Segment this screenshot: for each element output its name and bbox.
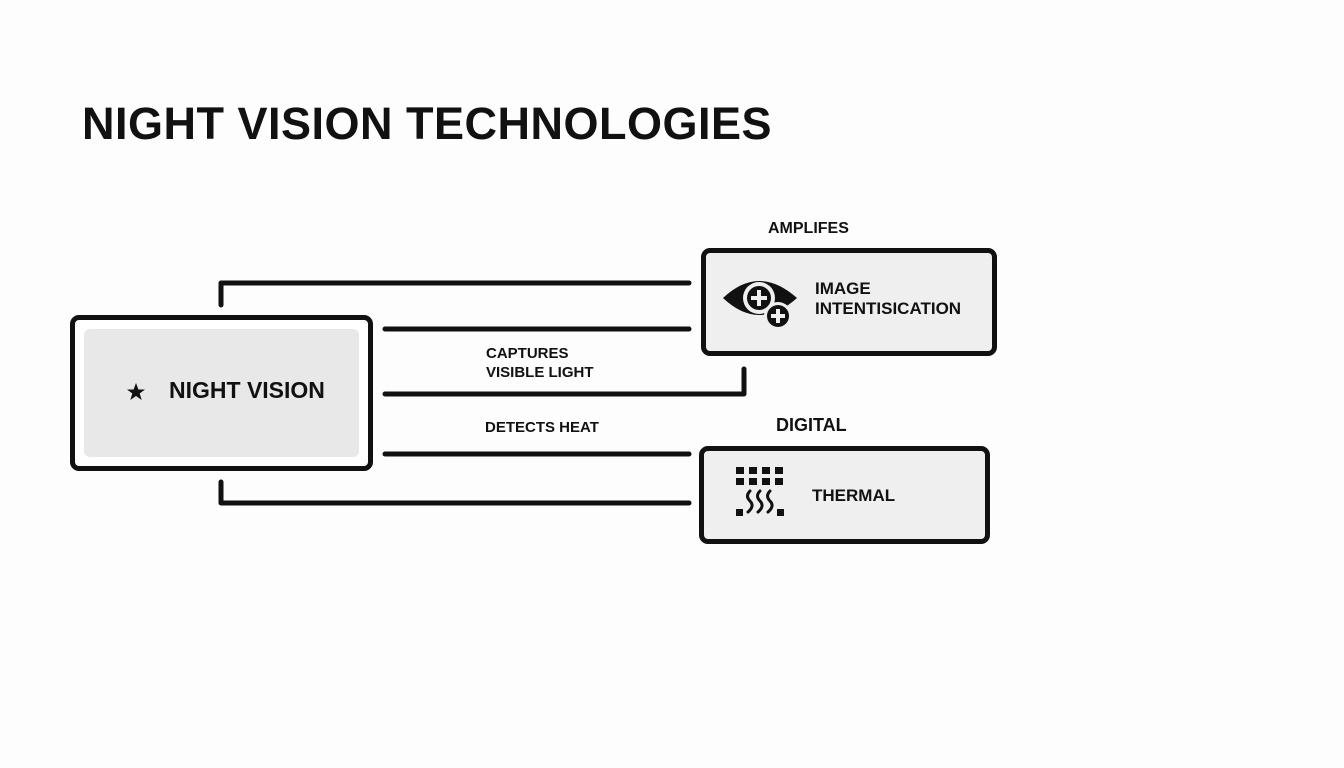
page-title: NIGHT VISION TECHNOLOGIES (82, 98, 773, 149)
connector-bottom (218, 479, 692, 506)
image-intensification-label: IMAGE INTENTISICATION (815, 279, 961, 319)
thermal-label: THERMAL (812, 486, 896, 505)
night-vision-node[interactable] (70, 315, 373, 471)
image-intensification-line2: INTENTISICATION (815, 299, 962, 318)
connector-top (218, 280, 692, 308)
moon-star-icon (100, 368, 145, 416)
captures-line2: VISIBLE LIGHT (486, 364, 594, 381)
detects-heat-label: DETECTS HEAT (485, 419, 599, 436)
connector-middle (382, 366, 747, 397)
captures-visible-light-label: CAPTURES VISIBLE LIGHT (486, 344, 594, 382)
amplifies-caption: AMPLIFES (768, 220, 849, 237)
night-vision-label: NIGHT VISION (169, 377, 325, 403)
heat-grid-icon (736, 467, 784, 516)
image-intensification-line1: IMAGE (815, 279, 871, 298)
captures-line1: CAPTURES (486, 345, 569, 362)
digital-caption: DIGITAL (776, 415, 847, 435)
eye-plus-icon (723, 281, 797, 330)
